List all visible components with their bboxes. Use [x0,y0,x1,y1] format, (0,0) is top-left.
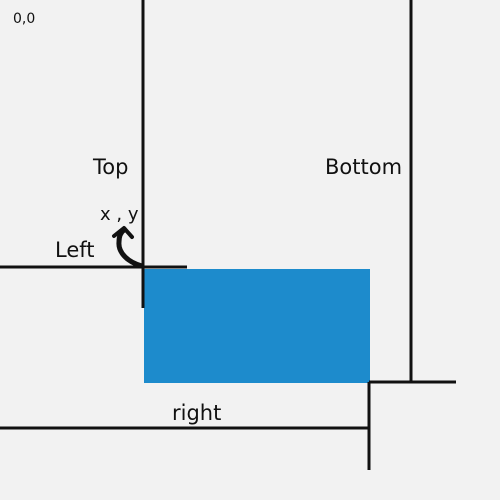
left-label: Left [55,238,95,262]
point-coordinates-label: x , y [100,204,139,225]
top-label: Top [93,155,129,179]
point-arrowhead-icon [112,226,134,239]
element-rectangle [144,269,370,383]
origin-label: 0,0 [13,11,36,27]
right-label: right [172,401,222,425]
bottom-label: Bottom [325,155,403,179]
